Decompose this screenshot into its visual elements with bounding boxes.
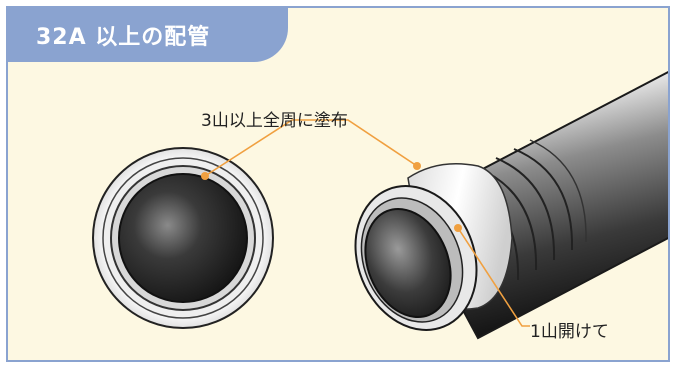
label-leave-one-thread: 1山開けて	[530, 322, 609, 342]
diagram-panel: 32A 以上の配管 3山以上全周に塗布 1山開けて	[6, 6, 670, 362]
label-coat-all-around: 3山以上全周に塗布	[201, 111, 348, 131]
page-title: 32A 以上の配管	[36, 25, 211, 50]
leader-dots	[201, 162, 462, 232]
leader-gap	[457, 227, 530, 327]
leader-coat-left	[204, 119, 418, 177]
pipe-illustration	[92, 70, 668, 340]
pipe-end-view	[92, 147, 274, 329]
leader-dot-left	[201, 172, 209, 180]
leader-dot-gap	[454, 224, 462, 232]
leader-lines	[204, 119, 530, 327]
threaded-pipe	[354, 70, 668, 340]
title-tab: 32A 以上の配管	[8, 8, 288, 62]
leader-dot-right	[413, 162, 421, 170]
